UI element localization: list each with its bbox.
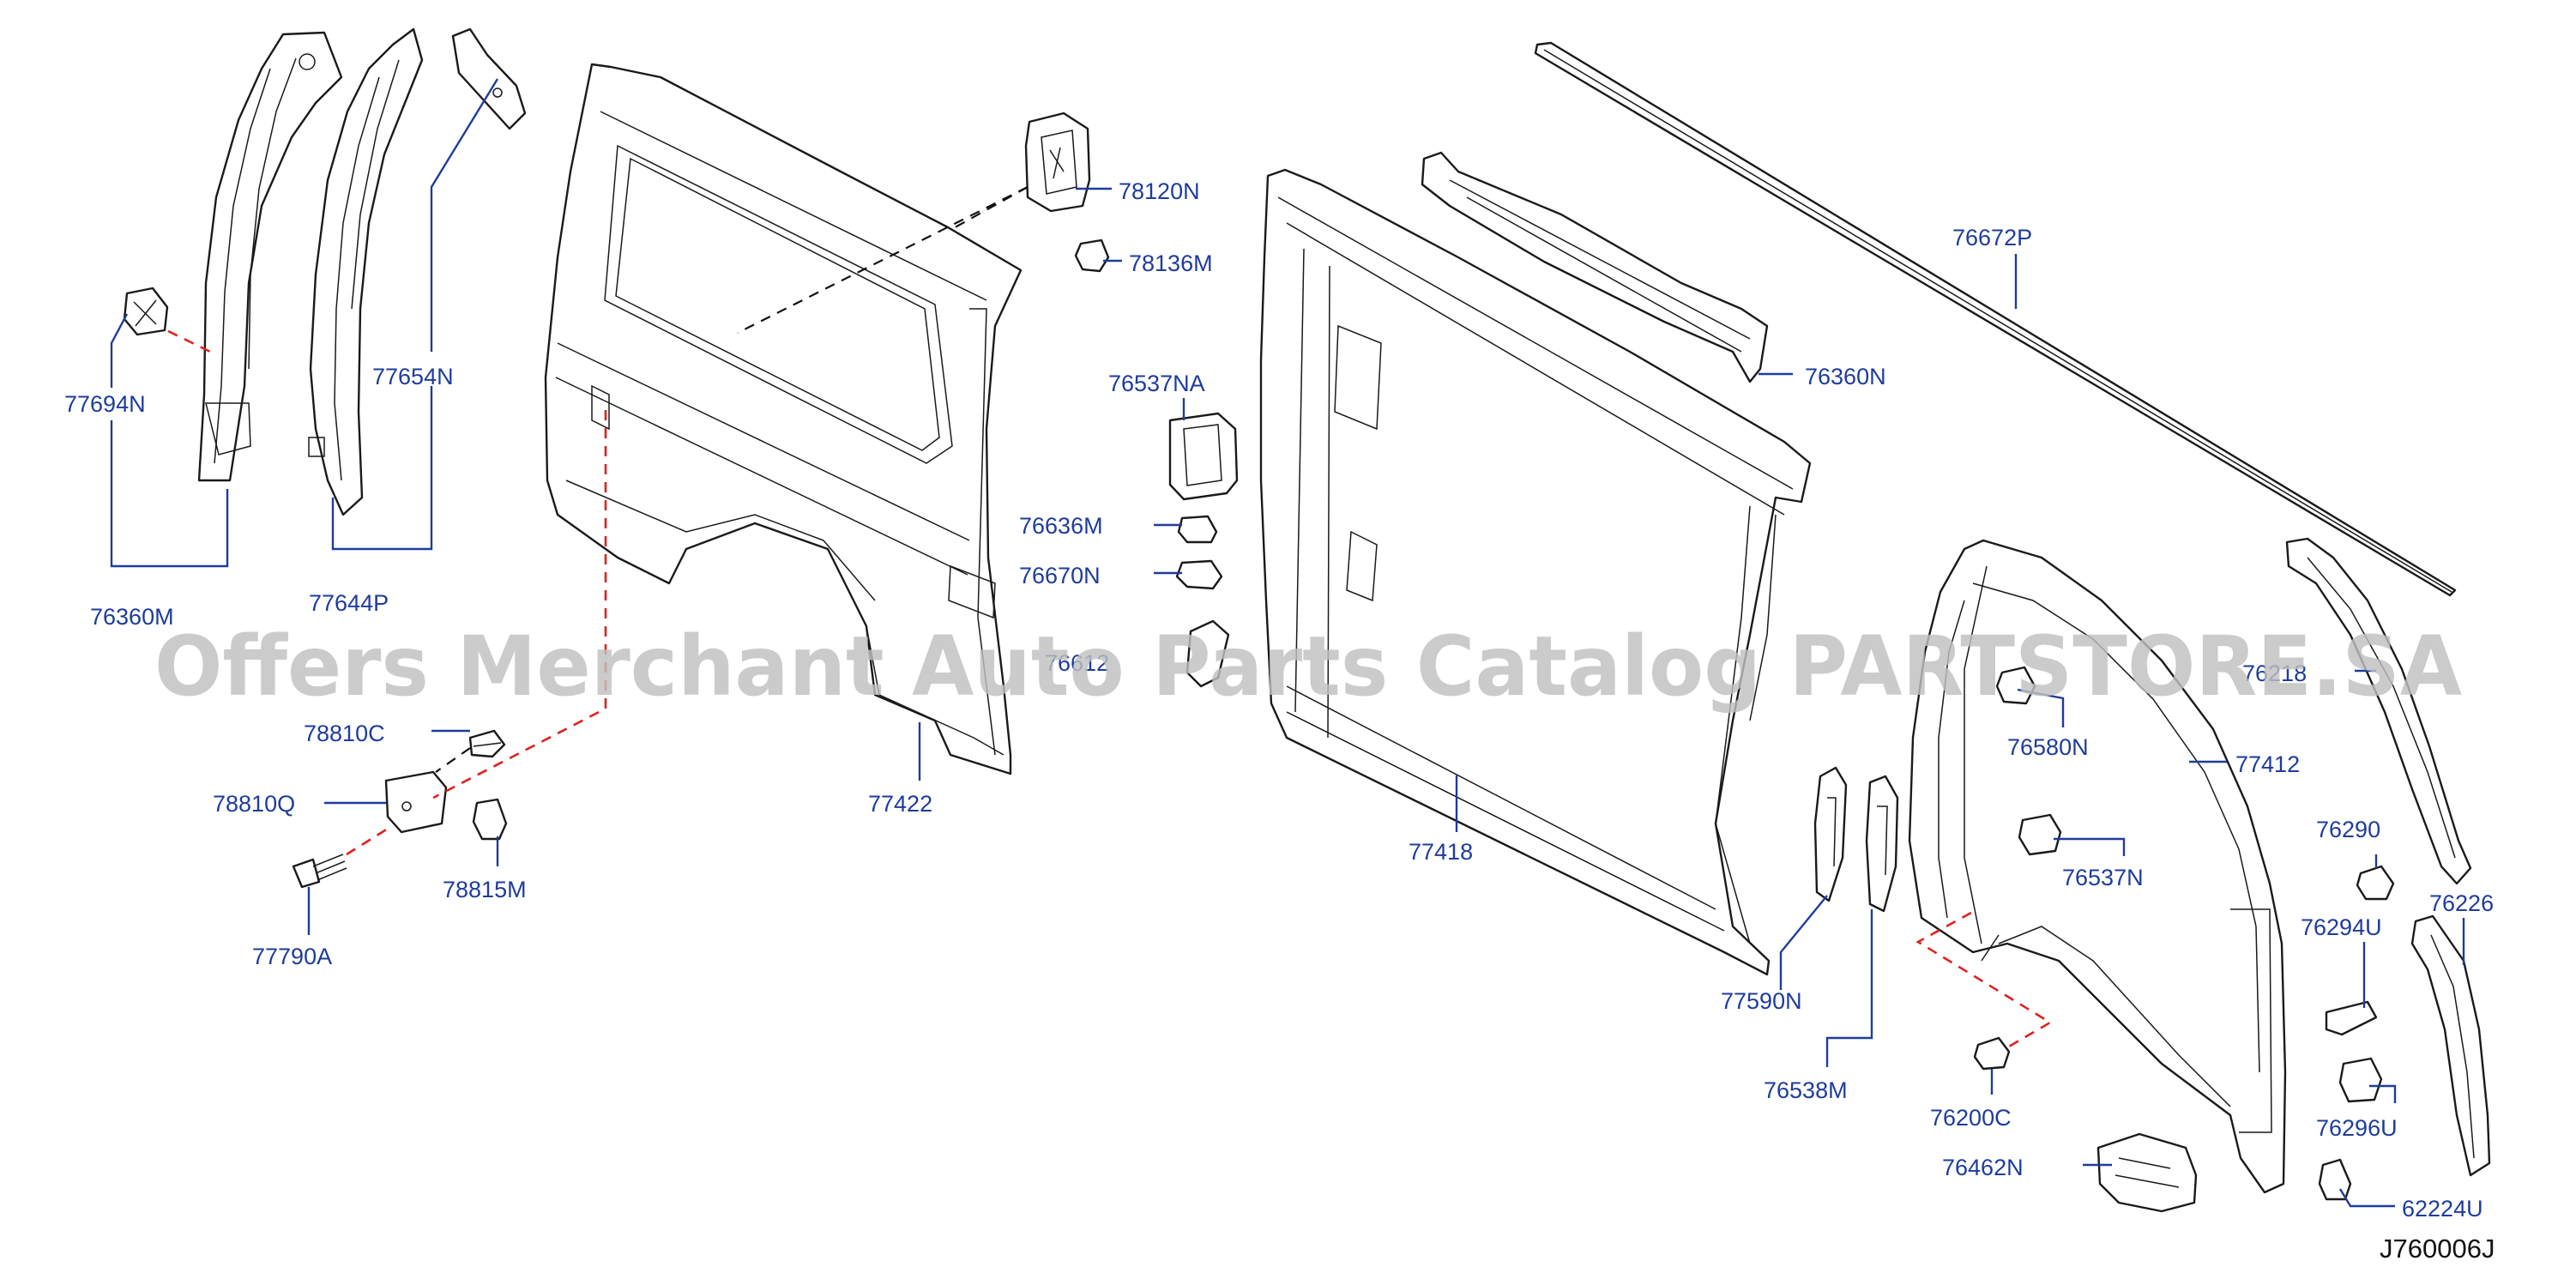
label-76538M: 76538M — [1764, 1077, 1848, 1103]
part-76636M — [1177, 515, 1218, 544]
label-76580N: 76580N — [2007, 734, 2089, 760]
label-76462N: 76462N — [1942, 1155, 2024, 1180]
label-76537NA: 76537NA — [1108, 371, 1205, 396]
part-76360M — [197, 31, 343, 482]
label-76612: 76612 — [1045, 650, 1109, 676]
label-77422: 77422 — [868, 791, 932, 817]
dash-78120N-to-panel-2 — [737, 186, 1029, 334]
part-77654N — [451, 27, 527, 130]
label-76672P: 76672P — [1952, 225, 2032, 250]
part-76580N — [1995, 666, 2036, 705]
part-78136M — [1074, 238, 1110, 273]
label-76200C: 76200C — [1930, 1105, 2012, 1131]
part-76360N — [1421, 151, 1769, 383]
label-78120N: 78120N — [1119, 178, 1200, 204]
red-dash-77694N — [167, 329, 211, 353]
label-76670N: 76670N — [1019, 563, 1101, 588]
part-76612 — [1185, 619, 1230, 688]
label-76636M: 76636M — [1019, 513, 1103, 539]
part-76537N — [2018, 813, 2062, 856]
red-dash-76200C — [1915, 911, 2053, 1052]
part-76672P — [1534, 41, 2457, 597]
label-77418: 77418 — [1409, 839, 1473, 865]
label-76360N: 76360N — [1805, 364, 1886, 389]
part-76226 — [2410, 914, 2491, 1177]
label-78810C: 78810C — [304, 721, 385, 746]
part-77590N — [1813, 766, 1848, 902]
leader-77644P — [331, 386, 433, 551]
label-77694N: 77694N — [64, 391, 146, 417]
label-76294U: 76294U — [2301, 914, 2382, 940]
dash-78810C — [435, 747, 471, 773]
leader-76296U — [2369, 1084, 2397, 1103]
part-77790A — [292, 854, 347, 889]
label-76226: 76226 — [2429, 890, 2494, 916]
leader-76360M — [110, 420, 229, 568]
label-77590N: 77590N — [1721, 988, 1802, 1014]
leader-76580N — [2017, 688, 2065, 727]
label-78810Q: 78810Q — [213, 791, 295, 817]
leader-76537N — [2054, 837, 2126, 856]
part-78810C — [468, 729, 506, 758]
part-77412 — [1908, 539, 2287, 1194]
leader-77590N — [1779, 895, 1828, 990]
label-78815M: 78815M — [443, 877, 527, 902]
part-76538M — [1865, 775, 1899, 913]
label-77654N: 77654N — [372, 364, 454, 389]
leader-76538M — [1825, 909, 1873, 1067]
label-76360M: 76360M — [90, 604, 174, 630]
label-76296U: 76296U — [2316, 1115, 2398, 1141]
part-78815M — [472, 798, 508, 841]
label-77790A: 77790A — [252, 944, 332, 969]
watermark: Offers Merchant Auto Parts Catalog PARTS… — [154, 618, 2462, 715]
part-76290 — [2356, 865, 2395, 901]
part-77644P — [308, 27, 424, 516]
part-78120N — [1024, 112, 1091, 213]
label-62224U: 62224U — [2402, 1196, 2483, 1222]
diagram-reference: J760006J — [2380, 1234, 2495, 1264]
part-76537NA — [1168, 412, 1239, 501]
part-77418 — [1259, 168, 1812, 976]
label-78136M: 78136M — [1129, 250, 1213, 276]
part-76294U — [2325, 1000, 2378, 1036]
label-76290: 76290 — [2316, 817, 2380, 842]
red-dash-filler-drop — [432, 410, 607, 799]
part-76670N — [1175, 559, 1223, 590]
label-77412: 77412 — [2235, 751, 2300, 777]
leader-62224U — [2338, 1188, 2395, 1208]
dash-78120N-to-panel — [950, 186, 1029, 231]
label-76218: 76218 — [2242, 661, 2307, 686]
part-77694N — [123, 287, 169, 336]
part-78810Q — [384, 770, 448, 834]
part-76218 — [2285, 537, 2472, 885]
red-dash-77790A — [346, 827, 389, 856]
part-76462N — [2096, 1132, 2198, 1213]
leader-77694N — [110, 313, 129, 388]
part-77422 — [544, 63, 1023, 775]
label-77644P: 77644P — [309, 590, 389, 616]
part-76296U — [2338, 1057, 2383, 1103]
part-76200C — [1973, 1036, 2011, 1071]
part-62224U — [2318, 1158, 2352, 1201]
leader-77654N — [430, 78, 499, 352]
label-76537N: 76537N — [2062, 865, 2144, 890]
